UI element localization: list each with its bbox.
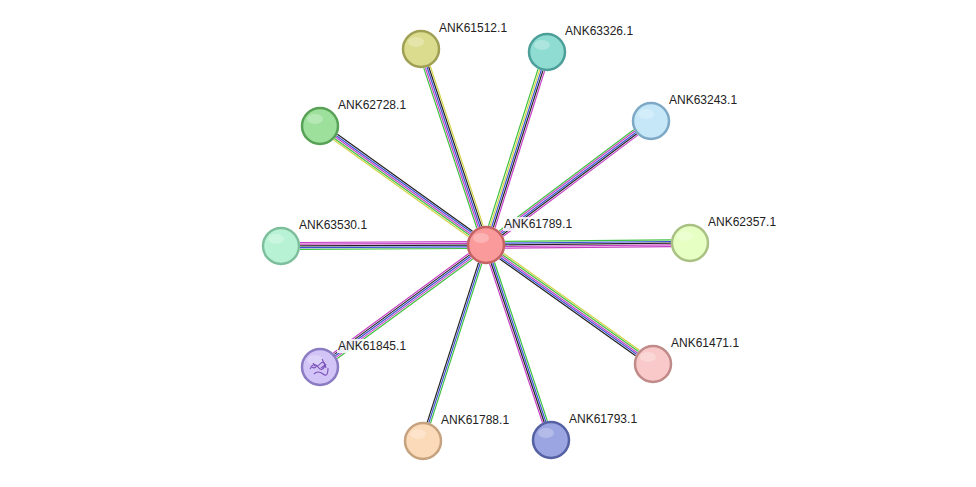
- protein-node: ANK61512.1: [401, 18, 541, 70]
- disc-highlight: [268, 234, 284, 244]
- evidence-strand: [430, 66, 483, 226]
- protein-node: ANK61845.1: [300, 336, 440, 388]
- interaction-edge: [333, 254, 472, 359]
- structure-trace: [321, 359, 325, 368]
- node-disc: [468, 227, 504, 263]
- evidence-strand: [429, 263, 480, 423]
- evidence-strand: [300, 244, 467, 246]
- protein-node: ANK61793.1: [531, 409, 671, 461]
- disc-highlight: [640, 352, 656, 362]
- evidence-strand: [300, 248, 467, 250]
- interaction-edge: [427, 263, 482, 424]
- evidence-strand: [430, 264, 481, 424]
- protein-node: ANK63326.1: [527, 21, 667, 73]
- evidence-strand: [491, 263, 544, 422]
- node-circle: [670, 223, 710, 263]
- disc-highlight: [538, 428, 554, 438]
- node-disc: [533, 422, 569, 458]
- node-circle: [633, 344, 673, 384]
- interaction-edge: [490, 262, 548, 423]
- disc-highlight: [408, 37, 424, 47]
- evidence-strand: [336, 258, 471, 358]
- protein-node: ANK62728.1: [300, 95, 440, 147]
- disc-highlight: [677, 231, 693, 241]
- node-label: ANK61789.1: [503, 217, 573, 231]
- evidence-strand: [335, 256, 470, 356]
- node-label: ANK63530.1: [298, 218, 368, 232]
- evidence-strand: [493, 263, 546, 422]
- interaction-edge: [505, 240, 671, 248]
- protein-node: ANK62357.1: [670, 212, 810, 264]
- evidence-strand: [427, 263, 478, 423]
- node-circle: [631, 101, 671, 141]
- structure-trace: [314, 368, 328, 375]
- evidence-strand: [333, 254, 468, 354]
- evidence-strand: [488, 69, 538, 226]
- node-circle: [300, 347, 340, 387]
- interaction-edge: [424, 66, 484, 228]
- node-disc: [633, 103, 669, 139]
- node-label: ANK61845.1: [337, 339, 407, 353]
- protein-node: ANK61471.1: [633, 333, 773, 385]
- evidence-strand: [499, 130, 634, 231]
- protein-node: ANK61789.1: [466, 214, 606, 266]
- interaction-edge: [499, 130, 638, 237]
- evidence-strand: [300, 241, 467, 243]
- evidence-strand: [503, 253, 639, 350]
- disc-highlight: [473, 233, 489, 243]
- protein-node: ANK63243.1: [631, 90, 771, 142]
- evidence-strand: [334, 255, 469, 355]
- protein-node: ANK61788.1: [403, 410, 543, 462]
- node-disc: [405, 423, 441, 459]
- evidence-strand: [501, 132, 636, 233]
- evidence-strand: [494, 262, 547, 421]
- node-circle: [300, 106, 340, 146]
- node-disc: [302, 108, 338, 144]
- node-disc: [302, 349, 338, 385]
- node-disc: [529, 34, 565, 70]
- evidence-strand: [427, 67, 480, 227]
- node-label: ANK61471.1: [670, 336, 740, 350]
- node-label: ANK63326.1: [564, 24, 634, 38]
- structure-trace: [311, 366, 316, 368]
- node-label: ANK61512.1: [438, 21, 508, 35]
- node-disc: [403, 31, 439, 67]
- node-label: ANK62728.1: [337, 98, 407, 112]
- node-disc: [635, 346, 671, 382]
- evidence-strand: [300, 243, 467, 245]
- node-circle: [466, 225, 506, 265]
- node-label: ANK61788.1: [440, 413, 510, 427]
- evidence-strand: [500, 259, 636, 356]
- disc-highlight: [307, 114, 323, 124]
- disc-highlight: [534, 40, 550, 50]
- interaction-edge: [488, 69, 544, 228]
- interaction-edge: [300, 242, 467, 250]
- node-circle: [261, 226, 301, 266]
- node-label: ANK61793.1: [568, 412, 638, 426]
- disc-highlight: [638, 109, 654, 119]
- evidence-strand: [492, 70, 542, 227]
- node-label: ANK62357.1: [707, 215, 777, 229]
- evidence-strand: [502, 255, 638, 352]
- evidence-strand: [300, 246, 467, 248]
- node-circle: [401, 29, 441, 69]
- evidence-strand: [502, 134, 637, 235]
- node-disc: [672, 225, 708, 261]
- evidence-strand: [429, 67, 482, 227]
- evidence-strand: [490, 264, 543, 423]
- node-label: ANK63243.1: [668, 93, 738, 107]
- evidence-strand: [337, 134, 472, 231]
- protein-node: ANK63530.1: [261, 215, 401, 267]
- node-disc: [263, 228, 299, 264]
- evidence-strand: [500, 131, 635, 232]
- evidence-strand: [505, 247, 671, 249]
- evidence-strand: [503, 135, 638, 236]
- node-circle: [403, 421, 443, 461]
- disc-highlight: [410, 429, 426, 439]
- evidence-strand: [501, 256, 637, 353]
- node-circle: [531, 420, 571, 460]
- evidence-strand: [490, 70, 540, 227]
- node-circle: [527, 32, 567, 72]
